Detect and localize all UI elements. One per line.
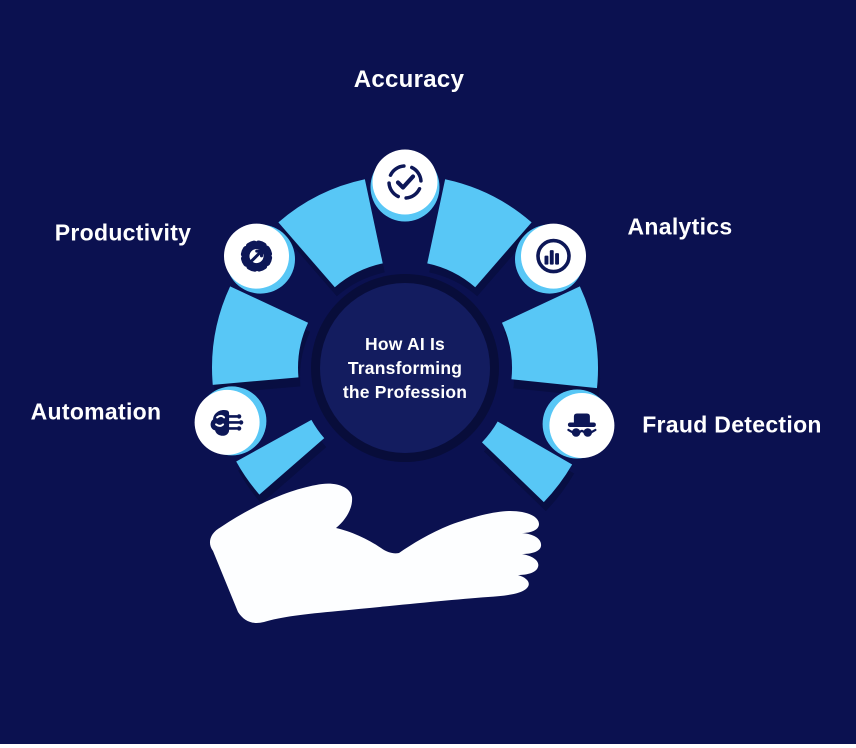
bottom-edge-strip xyxy=(0,744,856,748)
automation-icon-badge xyxy=(194,386,267,456)
label-analytics: Analytics xyxy=(627,213,733,240)
center-circle xyxy=(320,283,490,453)
center-title: How AI Is Transforming the Profession xyxy=(342,333,468,403)
spy-icon xyxy=(567,413,597,437)
chart-circle-icon xyxy=(536,238,571,274)
productivity-icon-badge xyxy=(224,223,295,294)
fraud-detection-icon-badge xyxy=(542,389,615,459)
label-productivity: Productivity xyxy=(54,219,192,246)
ring-segment xyxy=(307,221,374,255)
ring-segment xyxy=(541,305,555,384)
icon-circle xyxy=(372,149,438,215)
ring-segment xyxy=(513,443,535,472)
analytics-icon-badge xyxy=(515,223,586,294)
ai-brain-circuit-icon xyxy=(210,409,244,436)
ring-segment xyxy=(255,305,269,382)
label-accuracy: Accuracy xyxy=(353,66,465,93)
accuracy-icon-badge xyxy=(370,149,440,222)
gear-arrow-icon xyxy=(240,240,273,272)
open-hand-illustration xyxy=(209,483,542,623)
ring-segment xyxy=(436,221,503,255)
label-fraud-detection: Fraud Detection xyxy=(642,411,822,438)
ring-segment xyxy=(274,441,292,467)
target-check-icon xyxy=(387,164,423,200)
label-automation: Automation xyxy=(30,398,162,425)
